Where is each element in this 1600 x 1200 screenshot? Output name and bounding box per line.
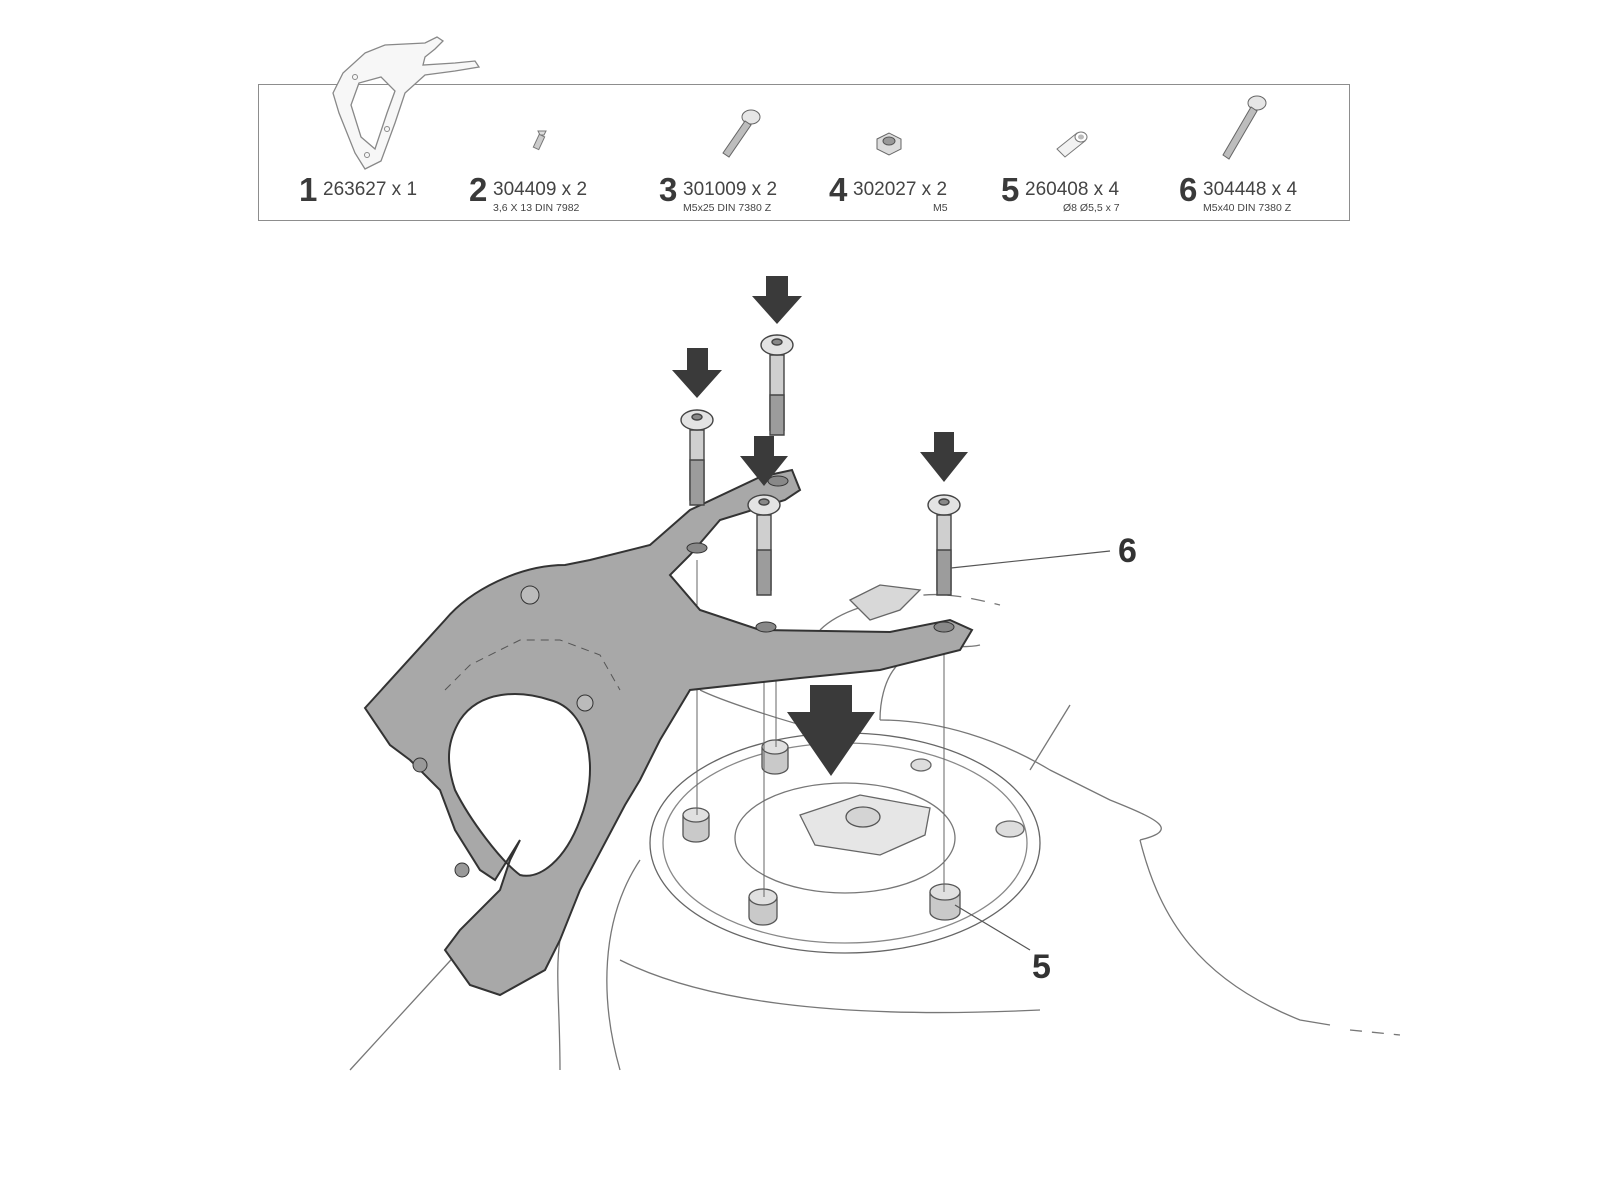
bolt-3 xyxy=(747,494,781,596)
part-code: 304448 x 4 xyxy=(1203,179,1298,200)
spacers xyxy=(682,739,961,926)
part-item-5: 5 260408 x 4 Ø8 Ø5,5 x 7 xyxy=(979,85,1159,220)
part-code: 301009 x 2 xyxy=(683,179,778,200)
arrow-down-icon xyxy=(740,436,788,486)
part-code: 260408 x 4 xyxy=(1025,179,1120,200)
tank-ring-bracket xyxy=(363,468,974,997)
nut-icon xyxy=(876,132,902,156)
part-spec: M5x40 DIN 7380 Z xyxy=(1203,202,1292,214)
button-head-bolt-icon xyxy=(722,109,761,158)
part-number: 5 xyxy=(1001,171,1020,208)
fuel-tank-outline xyxy=(349,584,1401,1071)
part-code: 263627 x 1 xyxy=(323,179,418,200)
part-item-4: 4 302027 x 2 M5 xyxy=(799,85,979,220)
part-number: 6 xyxy=(1179,171,1198,208)
direction-arrows xyxy=(672,276,968,776)
part-item-1: 1 263627 x 1 xyxy=(259,36,481,220)
part-spec: 3,6 X 13 DIN 7982 xyxy=(493,202,580,214)
spacer-icon xyxy=(1056,131,1088,158)
part-number: 3 xyxy=(659,171,678,208)
long-bolt-icon xyxy=(1222,95,1267,160)
countersunk-screw-icon xyxy=(532,130,547,151)
tank-ring-bracket-icon xyxy=(332,36,481,170)
part-item-6: 6 304448 x 4 M5x40 DIN 7380 Z xyxy=(1159,85,1349,220)
part-item-3: 3 301009 x 2 M5x25 DIN 7380 Z xyxy=(619,85,799,220)
spacer-1 xyxy=(682,807,710,843)
spacer-4 xyxy=(929,883,961,921)
part-number: 1 xyxy=(299,171,318,208)
spacer-2 xyxy=(761,739,789,775)
callout-bolt-label: 6 xyxy=(1118,532,1137,570)
bolt-1 xyxy=(680,409,714,506)
callout-spacer-label: 5 xyxy=(1032,948,1051,986)
part-spec: M5 xyxy=(933,202,948,214)
part-code: 302027 x 2 xyxy=(853,179,948,200)
parts-list-panel: 1 263627 x 1 2 304409 x 2 3,6 X 13 DIN 7… xyxy=(258,36,1350,221)
part-number: 4 xyxy=(829,171,848,208)
part-code: 304409 x 2 xyxy=(493,179,588,200)
part-spec: Ø8 Ø5,5 x 7 xyxy=(1063,202,1120,214)
arrow-down-icon xyxy=(672,348,722,398)
part-item-2: 2 304409 x 2 3,6 X 13 DIN 7982 xyxy=(439,85,619,220)
arrow-down-icon xyxy=(920,432,968,482)
arrow-down-icon xyxy=(752,276,802,324)
bolt-4 xyxy=(927,494,961,596)
bolt-2 xyxy=(760,334,794,436)
bolts xyxy=(680,334,961,596)
arrow-down-icon xyxy=(787,685,875,776)
spacer-3 xyxy=(748,888,778,926)
part-number: 2 xyxy=(469,171,488,208)
part-spec: M5x25 DIN 7380 Z xyxy=(683,202,772,214)
callout-leaders xyxy=(950,550,1111,951)
